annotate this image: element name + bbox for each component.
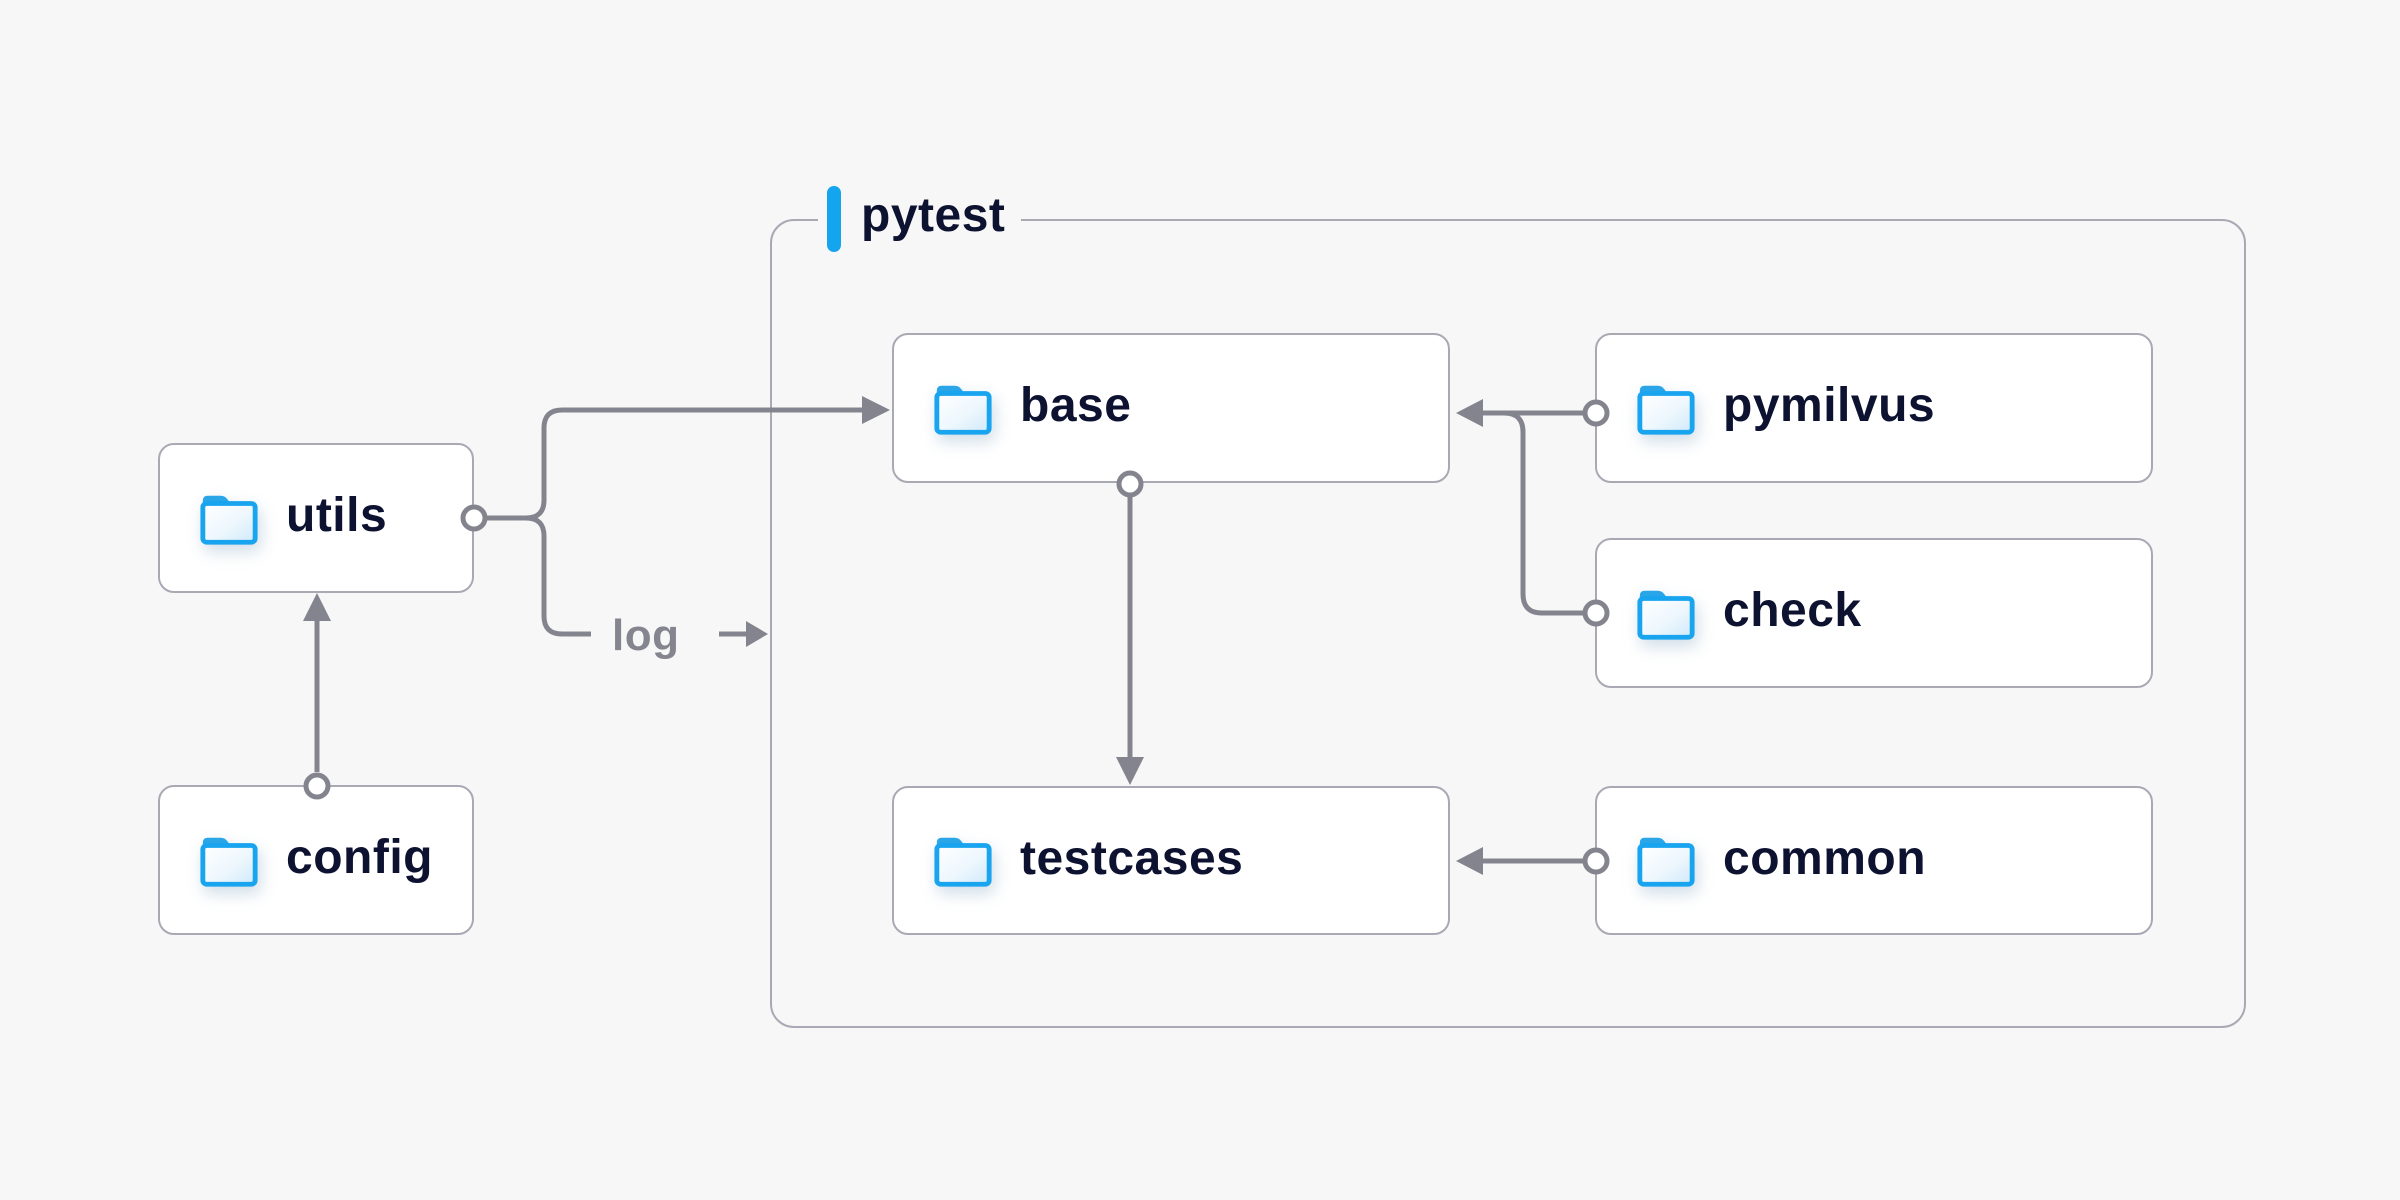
node-base: base [892, 333, 1450, 483]
edge-config-to-utils [303, 593, 331, 772]
node-label: common [1723, 831, 1927, 885]
pytest-group-label: pytest [818, 185, 1022, 253]
folder-icon [934, 837, 992, 887]
node-testcases: testcases [892, 786, 1450, 935]
folder-icon [1637, 837, 1695, 887]
node-label: base [1020, 379, 1132, 432]
accent-bar [827, 186, 841, 252]
folder-icon [200, 837, 258, 887]
node-label: config [286, 831, 433, 884]
node-label: testcases [1020, 831, 1244, 885]
folder-icon [1637, 590, 1695, 640]
folder-icon [1637, 385, 1695, 435]
node-label: pymilvus [1723, 379, 1936, 432]
folder-icon [200, 495, 258, 545]
group-title: pytest [861, 189, 1006, 242]
node-common: common [1595, 786, 2153, 935]
edge-utils-to-log: log [525, 515, 768, 660]
node-check: check [1595, 538, 2153, 688]
log-edge-label: log [612, 611, 679, 660]
node-utils: utils [158, 443, 474, 593]
pytest-group-container [770, 219, 2246, 1028]
node-pymilvus: pymilvus [1595, 333, 2153, 483]
node-config: config [158, 785, 474, 935]
folder-icon [934, 385, 992, 435]
node-label: check [1723, 584, 1862, 637]
node-label: utils [286, 489, 388, 542]
